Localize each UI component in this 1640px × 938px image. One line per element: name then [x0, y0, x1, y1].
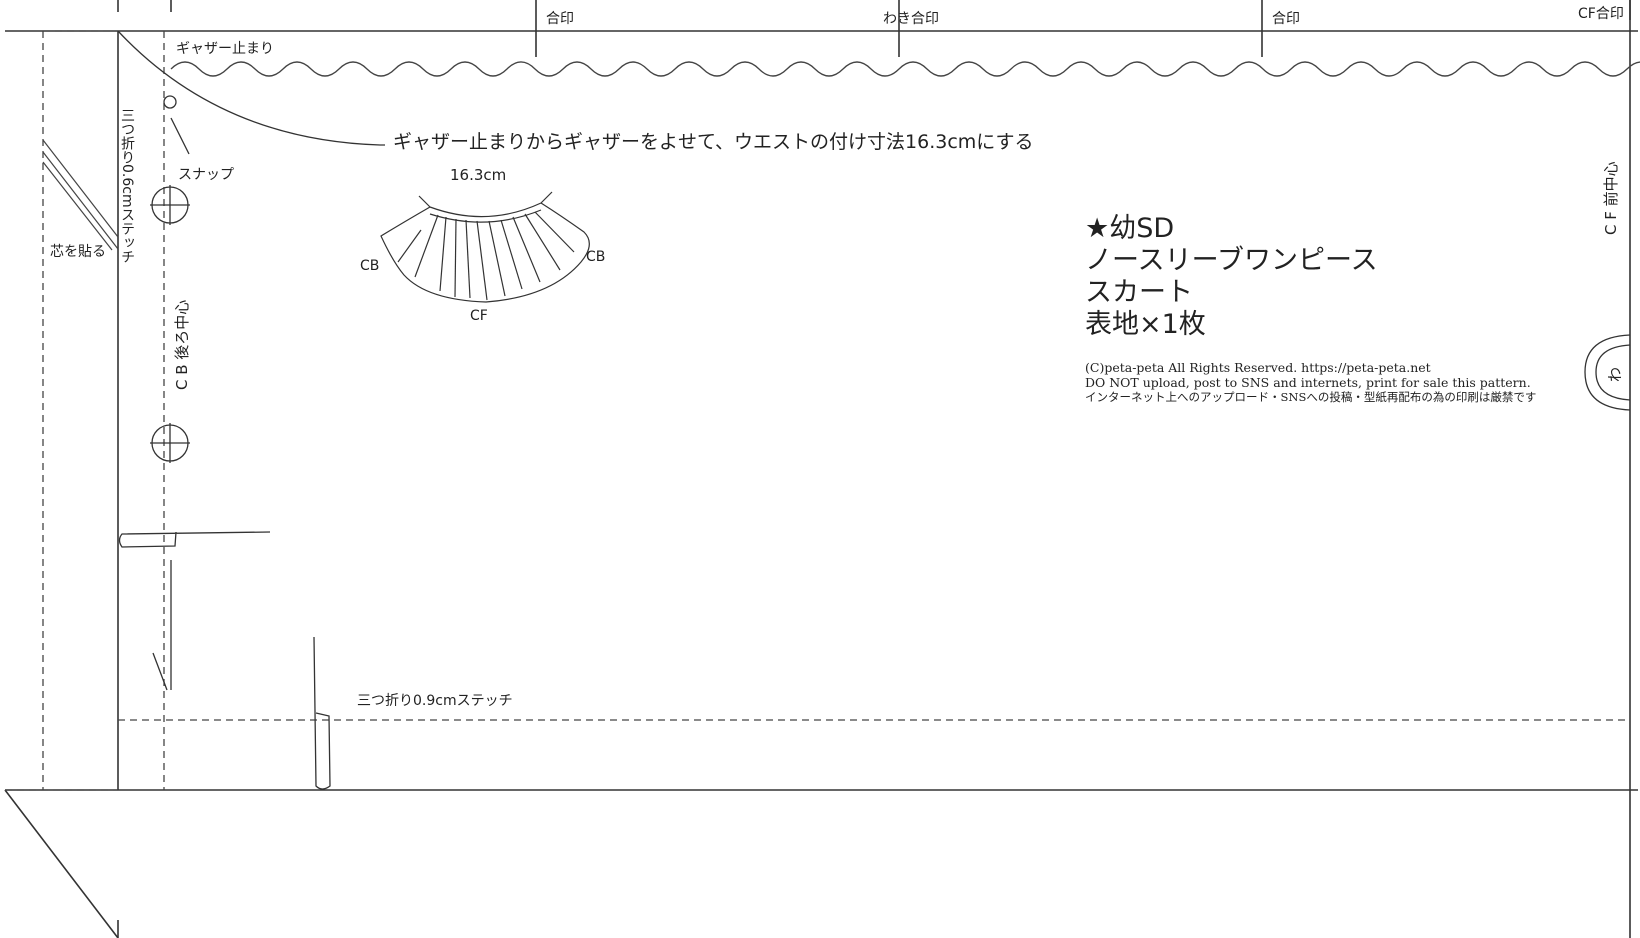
copyright-line2: DO NOT upload, post to SNS and internets… [1085, 375, 1531, 390]
fold-wa-label: わ [1606, 366, 1624, 382]
fold-illustration-bottom [313, 636, 331, 790]
fold-left-label: 三つ折り0.6cmステッチ [119, 108, 135, 264]
interfacing-hatch-1 [42, 139, 119, 238]
pattern-title-line3: スカート [1085, 277, 1193, 308]
cf-center-label: C F 前中心 [1602, 161, 1620, 235]
cb-center-label: C B 後ろ中心 [173, 299, 191, 390]
gather-instruction: ギャザー止まりからギャザーをよせて、ウエストの付け寸法16.3cmにする [393, 131, 1034, 153]
fold-symbol-outer [1584, 334, 1631, 411]
inset-cb-left-label: CB [360, 258, 380, 274]
snap-leader [170, 117, 190, 155]
fold-symbol-inner [1595, 344, 1631, 401]
pattern-title-line2: ノースリーブワンピース [1085, 245, 1378, 276]
fold-illustration-left [118, 531, 271, 548]
fold-bottom-label: 三つ折り0.9cmステッチ [357, 693, 513, 709]
inset-cf-label: CF [470, 308, 488, 324]
notch-label-cf: CF合印 [1578, 6, 1624, 22]
notch-label-2: 合印 [1272, 11, 1300, 27]
inset-cb-right-label: CB [586, 249, 606, 265]
skirt-inset-drawing [380, 191, 590, 303]
gather-stop-dot [163, 95, 177, 109]
inset-measure-label: 16.3cm [450, 166, 507, 184]
cb-hem-tick [152, 652, 168, 691]
interfacing-hatch-2 [42, 151, 119, 250]
pattern-title-line1: ★幼SD [1085, 213, 1175, 244]
copyright-line1: (C)peta-peta All Rights Reserved. https:… [1085, 360, 1431, 375]
snap-mark-upper [150, 185, 190, 225]
pattern-title-line4: 表地×1枚 [1085, 309, 1206, 340]
snap-mark-lower [150, 423, 190, 463]
bottom-left-diagonal [4, 789, 119, 938]
instruction-leader-curve [117, 30, 385, 146]
copyright-line3: インターネット上へのアップロード・SNSへの投稿・型紙再配布の為の印刷は厳禁です [1085, 390, 1537, 404]
notch-label-1: 合印 [546, 11, 574, 27]
snap-label: スナップ [178, 167, 234, 183]
notch-label-side: わき合印 [883, 11, 939, 27]
interfacing-hatch-3 [42, 161, 113, 251]
gather-stop-label: ギャザー止まり [176, 41, 274, 57]
gather-wave-line [170, 61, 1640, 77]
interfacing-label: 芯を貼る [50, 244, 106, 260]
